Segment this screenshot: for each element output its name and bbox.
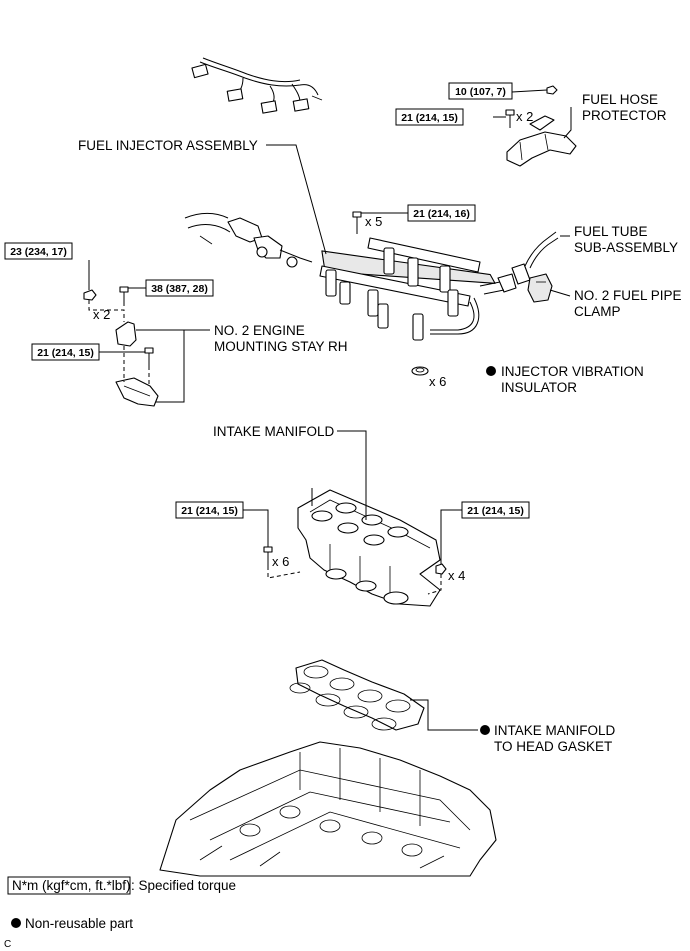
- leader-lines: [88, 89, 572, 731]
- svg-text:FUEL TUBE: FUEL TUBE: [574, 224, 648, 239]
- legend-torque: N*m (kgf*cm, ft.*lbf) : Specified torque: [7, 876, 236, 895]
- manifold-nut: [435, 563, 447, 575]
- nut: [546, 85, 558, 95]
- svg-text:10 (107, 7): 10 (107, 7): [455, 86, 506, 98]
- torque-spec-21-214-15-manifold-nut: 21 (214, 15): [461, 501, 530, 519]
- fuel-tube-sub-assembly: [479, 231, 559, 295]
- svg-text:INTAKE MANIFOLD: INTAKE MANIFOLD: [494, 723, 616, 738]
- intake-manifold-gasket: [289, 659, 425, 731]
- svg-text:FUEL HOSE: FUEL HOSE: [582, 92, 658, 107]
- svg-text:NO. 2 FUEL PIPE: NO. 2 FUEL PIPE: [574, 288, 682, 303]
- torque-spec-21-214-15-manifold-bolt: 21 (214, 15): [175, 501, 244, 519]
- legend-non-reusable: Non-reusable part: [11, 916, 133, 931]
- legend-torque-unit: N*m (kgf*cm, ft.*lbf): [12, 878, 131, 893]
- svg-text:21 (214, 16): 21 (214, 16): [413, 208, 470, 220]
- fuel-hose-protector: [506, 115, 577, 167]
- svg-text:PROTECTOR: PROTECTOR: [582, 108, 667, 123]
- multiplier-manifold-nuts: x 4: [448, 568, 465, 583]
- engine-harness-hose: [184, 213, 313, 268]
- svg-text:TO HEAD GASKET: TO HEAD GASKET: [494, 739, 612, 754]
- label-no2-fuel-pipe-clamp: NO. 2 FUEL PIPE CLAMP: [574, 288, 682, 319]
- multiplier-manifold-bolts: x 6: [272, 554, 289, 569]
- delivery-pipe-bolt: [352, 211, 362, 234]
- torque-spec-38-387-28: 38 (387, 28): [145, 279, 214, 297]
- multiplier-insulators: x 6: [429, 374, 446, 389]
- svg-text:21 (214, 15): 21 (214, 15): [37, 347, 94, 359]
- svg-text:Non-reusable part: Non-reusable part: [25, 916, 133, 931]
- fuel-injectors: [325, 247, 459, 341]
- torque-spec-21-214-16: 21 (214, 16): [407, 204, 476, 222]
- label-intake-manifold: INTAKE MANIFOLD: [213, 424, 335, 439]
- manifold-bolt: [263, 546, 273, 566]
- engine-wire-harness: [191, 57, 323, 114]
- torque-spec-21-214-15-stay: 21 (214, 15): [31, 343, 100, 361]
- no2-engine-mounting-stay-rh: [115, 321, 159, 407]
- non-reusable-bullet-icon: [486, 366, 496, 376]
- intake-manifold: [297, 488, 441, 607]
- fuel-delivery-pipe: [319, 237, 496, 307]
- stay-bolt: [119, 286, 129, 306]
- svg-text:SUB-ASSEMBLY: SUB-ASSEMBLY: [574, 240, 678, 255]
- torque-spec-23-234-17: 23 (234, 17): [4, 242, 73, 260]
- label-intake-manifold-gasket: INTAKE MANIFOLD TO HEAD GASKET: [480, 723, 616, 754]
- label-no2-engine-mounting-stay-rh: NO. 2 ENGINE MOUNTING STAY RH: [214, 323, 348, 354]
- svg-text:INJECTOR VIBRATION: INJECTOR VIBRATION: [501, 364, 644, 379]
- figure-code: C: [4, 939, 11, 950]
- non-reusable-bullet-icon: [480, 725, 490, 735]
- stay-bolt-lower: [144, 347, 154, 366]
- torque-spec-21-214-15-hose: 21 (214, 15): [395, 108, 464, 126]
- engine-cylinder-head: [159, 741, 497, 877]
- svg-text:NO. 2 ENGINE: NO. 2 ENGINE: [214, 323, 305, 338]
- svg-text:CLAMP: CLAMP: [574, 304, 621, 319]
- torque-spec-10-107-7: 10 (107, 7): [448, 82, 513, 100]
- non-reusable-bullet-icon: [11, 918, 21, 928]
- multiplier-rail-bolts: x 5: [365, 214, 382, 229]
- legend-torque-desc: : Specified torque: [131, 878, 236, 893]
- multiplier-hose-bolts: x 2: [516, 109, 533, 124]
- stay-nut: [83, 289, 97, 301]
- label-fuel-injector-assembly: FUEL INJECTOR ASSEMBLY: [78, 138, 258, 153]
- svg-text:21 (214, 15): 21 (214, 15): [467, 505, 524, 517]
- svg-text:21 (214, 15): 21 (214, 15): [181, 505, 238, 517]
- no2-fuel-pipe-clamp: [527, 273, 553, 303]
- svg-text:38 (387, 28): 38 (387, 28): [151, 283, 208, 295]
- label-fuel-tube-sub-assembly: FUEL TUBE SUB-ASSEMBLY: [574, 224, 678, 255]
- svg-text:MOUNTING STAY RH: MOUNTING STAY RH: [214, 339, 348, 354]
- bolt: [505, 109, 515, 128]
- svg-text:21 (214, 15): 21 (214, 15): [401, 112, 458, 124]
- label-injector-vibration-insulator: INJECTOR VIBRATION INSULATOR: [486, 364, 644, 395]
- svg-text:23 (234, 17): 23 (234, 17): [10, 246, 67, 258]
- label-fuel-hose-protector: FUEL HOSE PROTECTOR: [582, 92, 667, 123]
- injector-vibration-insulator: [411, 366, 429, 376]
- multiplier-stay-bolts: x 2: [93, 307, 110, 322]
- fuel-pipe-loop: [430, 297, 480, 335]
- svg-text:INSULATOR: INSULATOR: [501, 380, 577, 395]
